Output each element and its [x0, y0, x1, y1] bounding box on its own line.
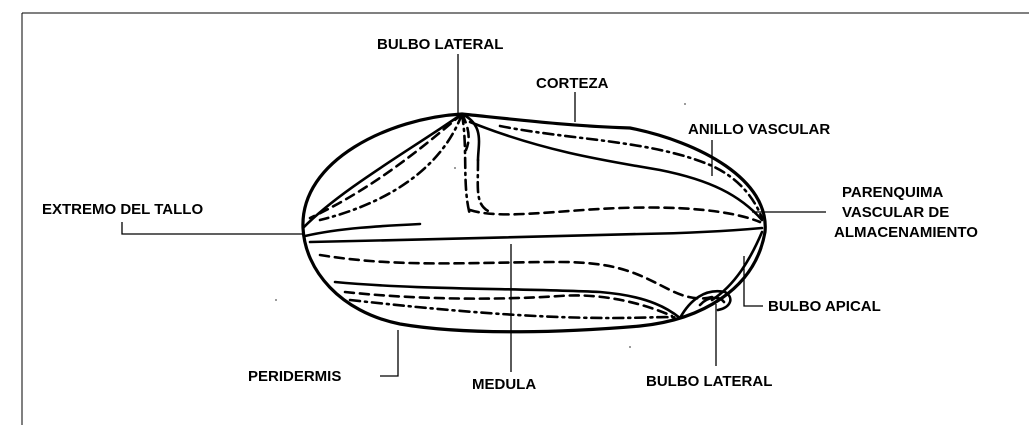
- speck: [454, 167, 456, 169]
- label-anillo-vascular: ANILLO VASCULAR: [688, 120, 830, 139]
- label-corteza: CORTEZA: [536, 74, 609, 93]
- label-peridermis: PERIDERMIS: [248, 367, 341, 386]
- label-parenquima-line-1: PARENQUIMA: [842, 183, 943, 202]
- cortex-upper-dashdot: [500, 126, 762, 218]
- label-bulbo-lateral-bottom: BULBO LATERAL: [646, 372, 772, 391]
- label-parenquima-line-2: VASCULAR DE: [842, 203, 949, 222]
- speck: [275, 299, 277, 301]
- label-bulbo-apical: BULBO APICAL: [768, 297, 881, 316]
- leader-peridermis: [380, 330, 398, 376]
- apical-bud-right-line: [712, 232, 762, 300]
- label-bulbo-lateral-top: BULBO LATERAL: [377, 35, 503, 54]
- pith-upper-dash: [470, 208, 760, 222]
- speck: [629, 346, 631, 348]
- lateral-bud-center-drop: [478, 160, 490, 212]
- pith-lower-dash: [320, 255, 715, 298]
- label-medula: MEDULA: [472, 375, 536, 394]
- stem-end-middle-line: [305, 224, 420, 236]
- vascular-ring-center: [310, 228, 762, 242]
- leader-extremo-del-tallo: [122, 222, 303, 234]
- label-parenquima-line-3: ALMACENAMIENTO: [834, 223, 978, 242]
- speck: [684, 103, 686, 105]
- label-extremo-del-tallo: EXTREMO DEL TALLO: [42, 200, 203, 219]
- vascular-ring-lower: [335, 282, 680, 318]
